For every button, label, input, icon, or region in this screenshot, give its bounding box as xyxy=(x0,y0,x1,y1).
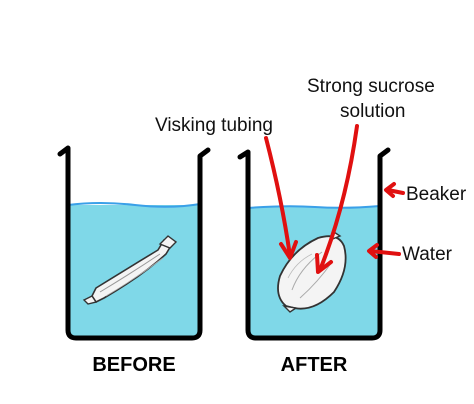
water-arrowhead xyxy=(367,243,379,259)
water-label: Water xyxy=(402,244,453,265)
before-beaker-group xyxy=(57,145,211,341)
before-caption: BEFORE xyxy=(92,354,175,376)
after-caption: AFTER xyxy=(281,354,348,376)
beaker-arrow xyxy=(386,188,405,195)
sucrose-arrowhead xyxy=(315,253,333,274)
after-beaker-group xyxy=(237,147,391,341)
water-arrow xyxy=(368,249,401,256)
strong-sucrose-label-line1: Strong sucrose xyxy=(307,76,435,97)
before-water-surface xyxy=(67,202,201,208)
before-visking-tubing xyxy=(82,235,178,305)
beaker-label: Beaker xyxy=(406,184,467,205)
after-water-surface xyxy=(247,205,381,209)
beaker-arrowhead xyxy=(384,182,396,198)
before-beaker-outline xyxy=(57,145,211,341)
visking-tubing-arrowhead xyxy=(279,240,298,260)
sucrose-arrow xyxy=(318,124,359,272)
annotation-arrows xyxy=(264,124,405,274)
visking-tubing-arrow xyxy=(264,136,292,258)
visking-tubing-label: Visking tubing xyxy=(155,115,273,136)
after-beaker-outline xyxy=(237,147,391,341)
strong-sucrose-label-line2: solution xyxy=(340,101,406,122)
after-visking-tubing xyxy=(277,230,347,313)
